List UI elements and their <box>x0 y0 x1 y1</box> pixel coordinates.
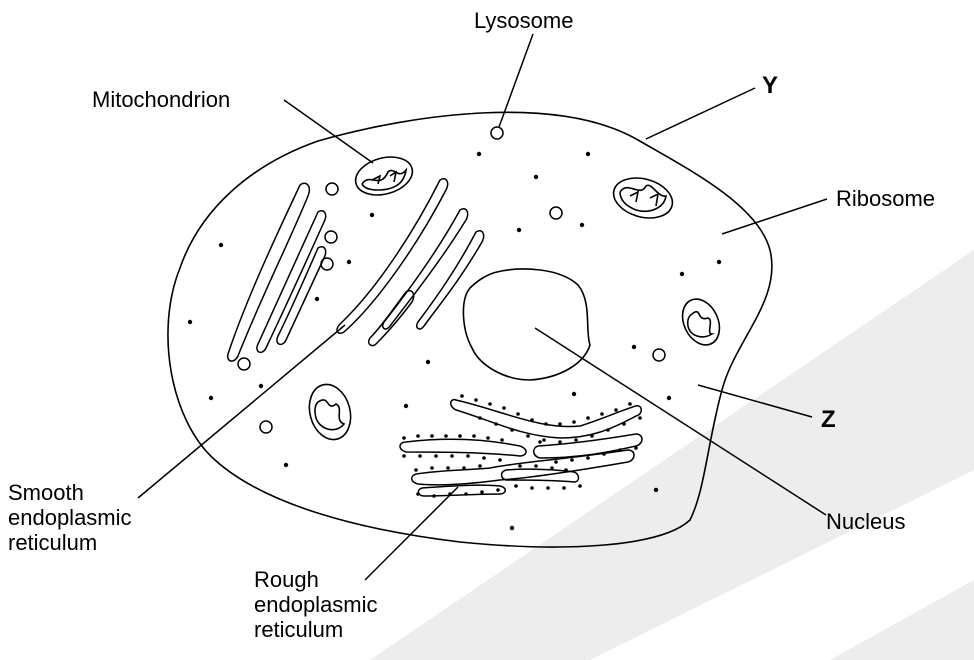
leader-rough-er <box>365 487 458 580</box>
label-nucleus: Nucleus <box>826 509 905 534</box>
mitochondrion-4 <box>303 380 356 444</box>
label-smooth-er-line-2: endoplasmic <box>8 505 132 530</box>
rough-er-ribosomes <box>402 394 642 498</box>
label-ribosome: Ribosome <box>836 186 935 211</box>
leader-z <box>698 385 812 417</box>
label-lysosome: Lysosome <box>474 8 573 33</box>
label-rough-er-line-3: reticulum <box>254 617 378 642</box>
smooth-er <box>228 183 326 361</box>
ribosomes <box>188 152 721 530</box>
label-rough-er-line-1: Rough <box>254 567 378 592</box>
label-mitochondrion: Mitochondrion <box>92 87 230 112</box>
leader-y <box>646 88 755 139</box>
label-smooth-er-line-1: Smooth <box>8 480 132 505</box>
leader-lines <box>138 34 827 580</box>
mitochondrion-2 <box>609 172 677 224</box>
mitochondrion-1 <box>351 151 416 201</box>
smooth-er-stack <box>337 179 484 346</box>
label-smooth-er: Smooth endoplasmic reticulum <box>8 480 132 555</box>
label-z: Z <box>821 407 836 432</box>
label-rough-er-line-2: endoplasmic <box>254 592 378 617</box>
rough-er <box>400 400 642 496</box>
label-y: Y <box>762 73 778 98</box>
cell-membrane <box>168 112 772 547</box>
lysosomes <box>238 127 665 433</box>
leader-mitochondrion <box>284 100 373 163</box>
mitochondrion-3 <box>675 293 726 351</box>
label-smooth-er-line-3: reticulum <box>8 530 132 555</box>
nucleus <box>463 269 590 380</box>
label-rough-er: Rough endoplasmic reticulum <box>254 567 378 642</box>
